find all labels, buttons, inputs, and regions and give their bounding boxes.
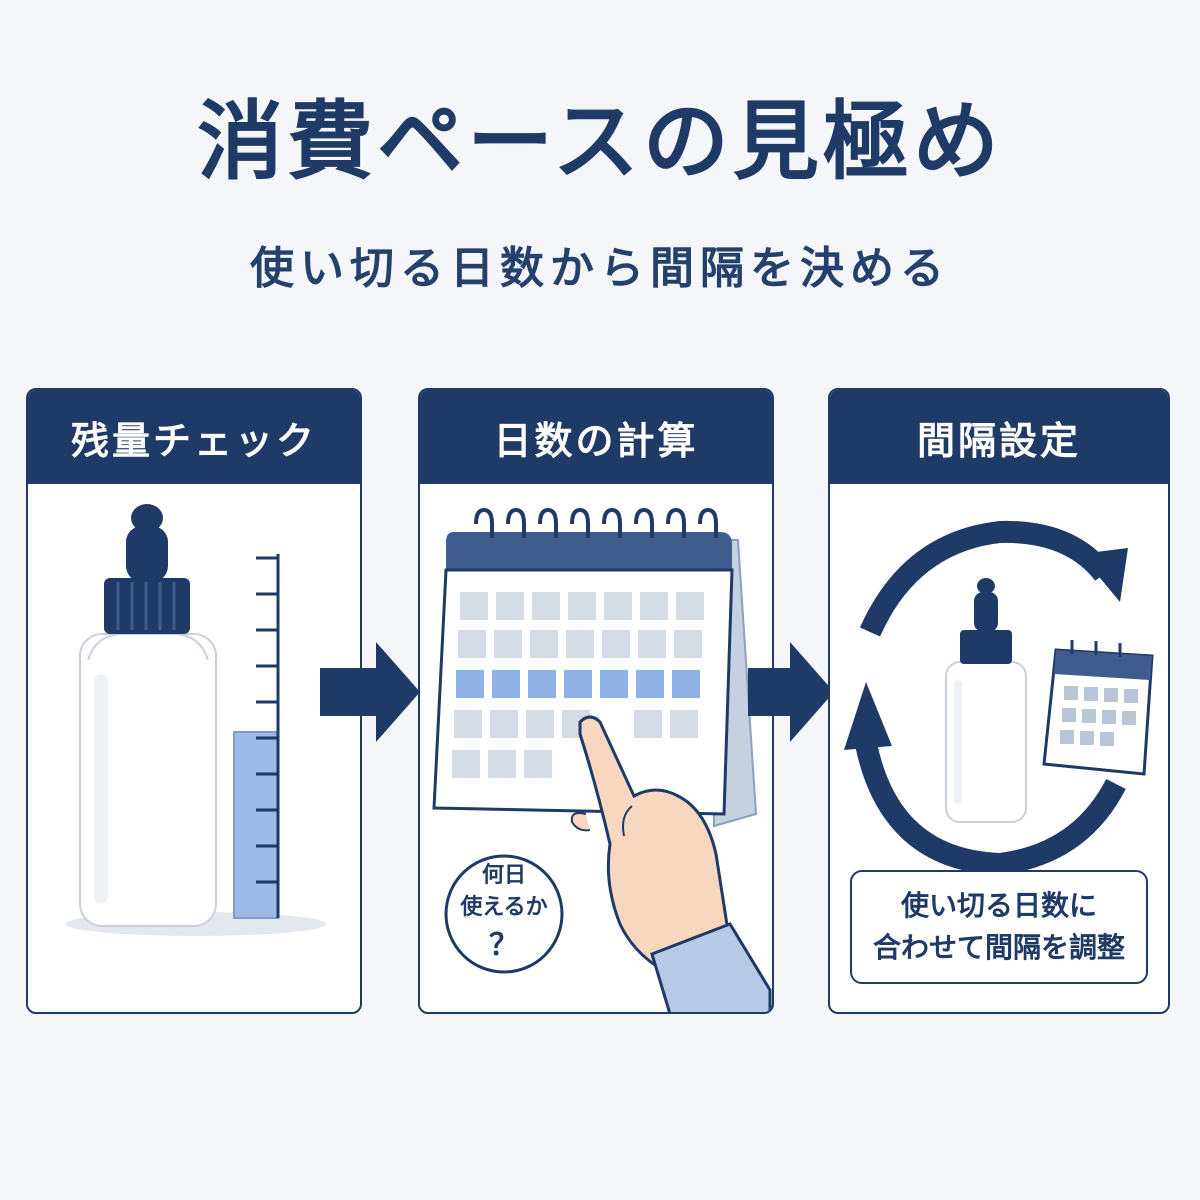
interval-note: 使い切る日数に 合わせて間隔を調整 [850,870,1148,984]
calendar-icon [1042,640,1154,776]
dropper-bottle-icon [945,578,1027,823]
page-title: 消費ペースの見極め [197,92,1003,192]
step-panel-day-calculation: 日数の計算 [418,388,774,1014]
calendar-icon [432,507,772,1012]
step-panel-interval-setting: 間隔設定 [828,388,1170,1014]
pointing-hand-icon [570,715,772,1012]
right-arrow-icon [320,642,420,742]
page-subtitle: 使い切る日数から間隔を決める [250,243,950,294]
right-arrow-icon [748,642,834,742]
question-bubble: 何日 使えるか ？ [460,863,548,963]
step-header-2: 日数の計算 [420,390,772,484]
step-header-3: 間隔設定 [830,390,1168,484]
measuring-scale-icon [233,554,280,919]
step-panel-remaining-check: 残量チェック [26,388,362,1014]
cycle-arrows-icon [844,520,1154,876]
step-header-1: 残量チェック [28,390,360,484]
dropper-bottle-icon [66,504,326,936]
